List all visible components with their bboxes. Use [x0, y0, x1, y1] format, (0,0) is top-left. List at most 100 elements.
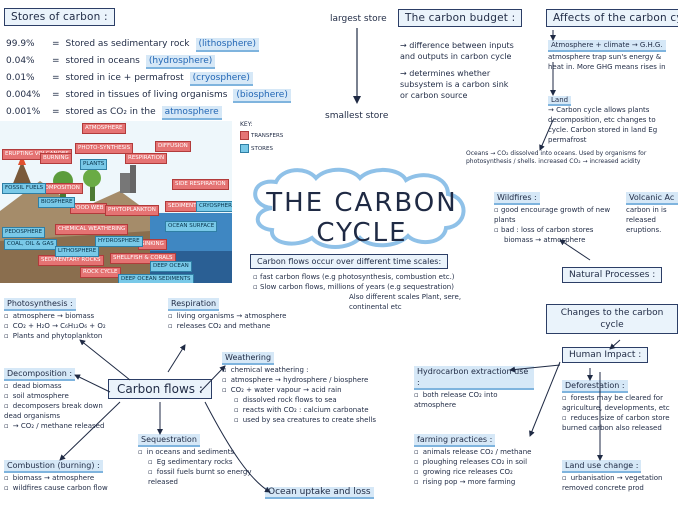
budget-heading: The carbon budget : — [398, 9, 523, 27]
photosynthesis: Photosynthesis : atmosphere → biomass CO… — [4, 298, 154, 341]
flows-time-heading: Carbon flows occur over different time s… — [250, 254, 449, 269]
largest-store-label: largest store — [330, 14, 387, 24]
store-swatch — [240, 144, 249, 153]
hydrocarbon: Hydrocarbon extraction use : both releas… — [414, 366, 534, 410]
diagram-store-label: BIOSPHERE — [38, 197, 76, 208]
stores-row: 99.9%= Stored as sedimentary rock(lithos… — [6, 38, 326, 52]
respiration: Respiration living organisms → atmospher… — [168, 298, 308, 331]
stores-row: 0.04%= stored in oceans(hydrosphere) — [6, 55, 326, 69]
farming-item: rising pop → more farming — [414, 477, 540, 487]
flows-time-slow: ▫ Slow carbon flows, millions of years (… — [253, 283, 454, 291]
diagram-store-label: COAL, OIL & GAS — [4, 239, 57, 250]
smallest-store-label: smallest store — [325, 111, 389, 121]
decomposition-item: dead biomass — [4, 381, 114, 391]
weathering-item: dissolved rock flows to sea — [222, 395, 402, 405]
weathering-item: reacts with CO₂ : calcium carbonate — [222, 405, 402, 415]
weathering: Weathering chemical weathering : atmosph… — [222, 352, 402, 425]
page-title: THE CARBON CYCLE — [266, 188, 458, 248]
respiration-item: living organisms → atmosphere — [168, 311, 308, 321]
affects-atmosphere: Atmosphere + climate → G.H.G. atmosphere… — [548, 40, 666, 71]
human-impact-heading: Human Impact : — [562, 347, 649, 363]
changes-heading: Changes to the carbon cycle — [546, 304, 678, 334]
respiration-item: releases CO₂ and methane — [168, 321, 308, 331]
transfer-swatch — [240, 131, 249, 140]
farming-item: ploughing releases CO₂ in soil — [414, 457, 540, 467]
decomposition-item: decomposers break down dead organisms — [4, 401, 114, 421]
diagram-transfer-label: ROCK CYCLE — [80, 267, 121, 278]
affects-land: Land → Carbon cycle allows plants decomp… — [548, 96, 658, 144]
sequestration-item: in oceans and sediments — [138, 447, 268, 457]
diagram-store-label: PLANTS — [80, 159, 108, 170]
stores-heading: Stores of carbon : — [4, 8, 115, 26]
diagram-transfer-label: BURNING — [40, 153, 72, 164]
budget-item: → determines whether subsystem is a carb… — [400, 69, 509, 100]
deforestation-item: reduces size of carbon store burned carb… — [562, 413, 678, 433]
land-use: Land use change : urbanisation → vegetat… — [562, 460, 678, 493]
diagram-store-label: PEDOSPHERE — [2, 227, 46, 238]
diagram-store-label: LITHOSPHERE — [55, 246, 100, 257]
carbon-flows-heading: Carbon flows : — [108, 379, 212, 399]
farming-item: animals release CO₂ / methane — [414, 447, 540, 457]
combustion-item: biomass → atmosphere — [4, 473, 124, 483]
wildfires-bad: ▫ bad : loss of carbon stores — [494, 226, 594, 234]
weathering-item: atmosphere → hydrosphere / biosphere — [222, 375, 402, 385]
sequestration: Sequestration in oceans and sediments Eg… — [138, 434, 268, 487]
diagram-store-label: HYDROSPHERE — [95, 236, 143, 247]
diagram-store-label: OCEAN SURFACE — [165, 221, 218, 232]
combustion-item: wildfires cause carbon flow — [4, 483, 124, 493]
stores-row: 0.01%= stored in ice + permafrost(cryosp… — [6, 72, 326, 86]
diagram-transfer-label: CHEMICAL WEATHERING — [55, 224, 129, 235]
store-size-arrow — [353, 28, 361, 104]
wildfires-biomass: biomass → atmosphere — [504, 236, 586, 244]
wildfires: Wildfires : ▫ good encourage growth of n… — [494, 192, 614, 245]
farming-item: growing rice releases CO₂ — [414, 467, 540, 477]
budget-list: → difference between inputs and outputs … — [400, 40, 518, 101]
deforestation-item: forests may be cleared for agriculture, … — [562, 393, 678, 413]
flows-time-also: Also different scales Plant, sere, conti… — [349, 293, 462, 311]
photosynthesis-item: CO₂ + H₂O → C₆H₁₂O₆ + O₂ — [4, 321, 154, 331]
title-cloud — [253, 167, 466, 249]
volcanic: Volcanic Ac carbon in is released erupti… — [626, 192, 678, 235]
deforestation: Deforestation : forests may be cleared f… — [562, 380, 678, 433]
farming: farming practices : animals release CO₂ … — [414, 434, 540, 487]
diagram-store-label: FOSSIL FUELS — [2, 183, 47, 194]
photosynthesis-item: Plants and phytoplankton — [4, 331, 154, 341]
key-transfers: TRANSFERS — [240, 131, 288, 140]
ocean-uptake-heading: Ocean uptake and loss — [265, 486, 374, 499]
diagram-store-label: DEEP OCEAN SEDIMENTS — [118, 274, 194, 283]
photosynthesis-item: atmosphere → biomass — [4, 311, 154, 321]
flows-time-fast: ▫ fast carbon flows (e.g photosynthesis,… — [253, 273, 455, 281]
hydrocarbon-item: both release CO₂ into atmosphere — [414, 390, 534, 410]
weathering-item: chemical weathering : — [222, 365, 402, 375]
diagram-transfer-label: SIDE RESPIRATION — [172, 179, 229, 190]
flows-time-list: ▫ fast carbon flows (e.g photosynthesis,… — [253, 272, 485, 312]
diagram-transfer-label: RESPIRATION — [125, 153, 168, 164]
stores-list: 99.9%= Stored as sedimentary rock(lithos… — [6, 38, 326, 120]
decomposition-item: → CO₂ / methane released — [4, 421, 114, 431]
stores-row: 0.004%= stored in tissues of living orga… — [6, 89, 326, 103]
diagram-store-label: DEEP OCEAN — [150, 261, 192, 272]
natural-processes-heading: Natural Processes : — [562, 267, 663, 283]
key-title: KEY: — [240, 121, 253, 128]
combustion: Combustion (burning) : biomass → atmosph… — [4, 460, 124, 493]
land-use-item: urbanisation → vegetation removed concre… — [562, 473, 678, 493]
budget-item: → difference between inputs and outputs … — [400, 41, 514, 61]
weathering-item: used by sea creatures to create shells — [222, 415, 402, 425]
key-stores: STORES — [240, 144, 288, 153]
diagram-transfer-label: PHYTOPLANKTON — [105, 205, 159, 216]
diagram-transfer-label: SHELLFISH & CORALS — [110, 253, 176, 264]
decomposition-item: soil atmosphere — [4, 391, 114, 401]
decomposition: Decomposition : dead biomass soil atmosp… — [4, 368, 114, 431]
sequestration-item: Eg sedimentary rocks — [138, 457, 268, 467]
diagram-key: KEY: TRANSFERS STORES — [240, 121, 288, 153]
affects-heading: Affects of the carbon cycle — [546, 9, 678, 27]
sequestration-item: fossil fuels burnt so energy released — [138, 467, 268, 487]
wildfires-good: ▫ good encourage growth of new plants — [494, 206, 611, 224]
weathering-item: CO₂ + water vapour → acid rain — [222, 385, 402, 395]
diagram-transfer-label: DIFFUSION — [155, 141, 191, 152]
affects-oceans: Oceans → CO₂ dissolved into oceans. Used… — [466, 150, 647, 165]
carbon-cycle-diagram: ATMOSPHERE ERUPTING VOLCANOES BURNING PH… — [0, 121, 232, 283]
diagram-store-label: CRYOSPHERE — [196, 201, 232, 212]
